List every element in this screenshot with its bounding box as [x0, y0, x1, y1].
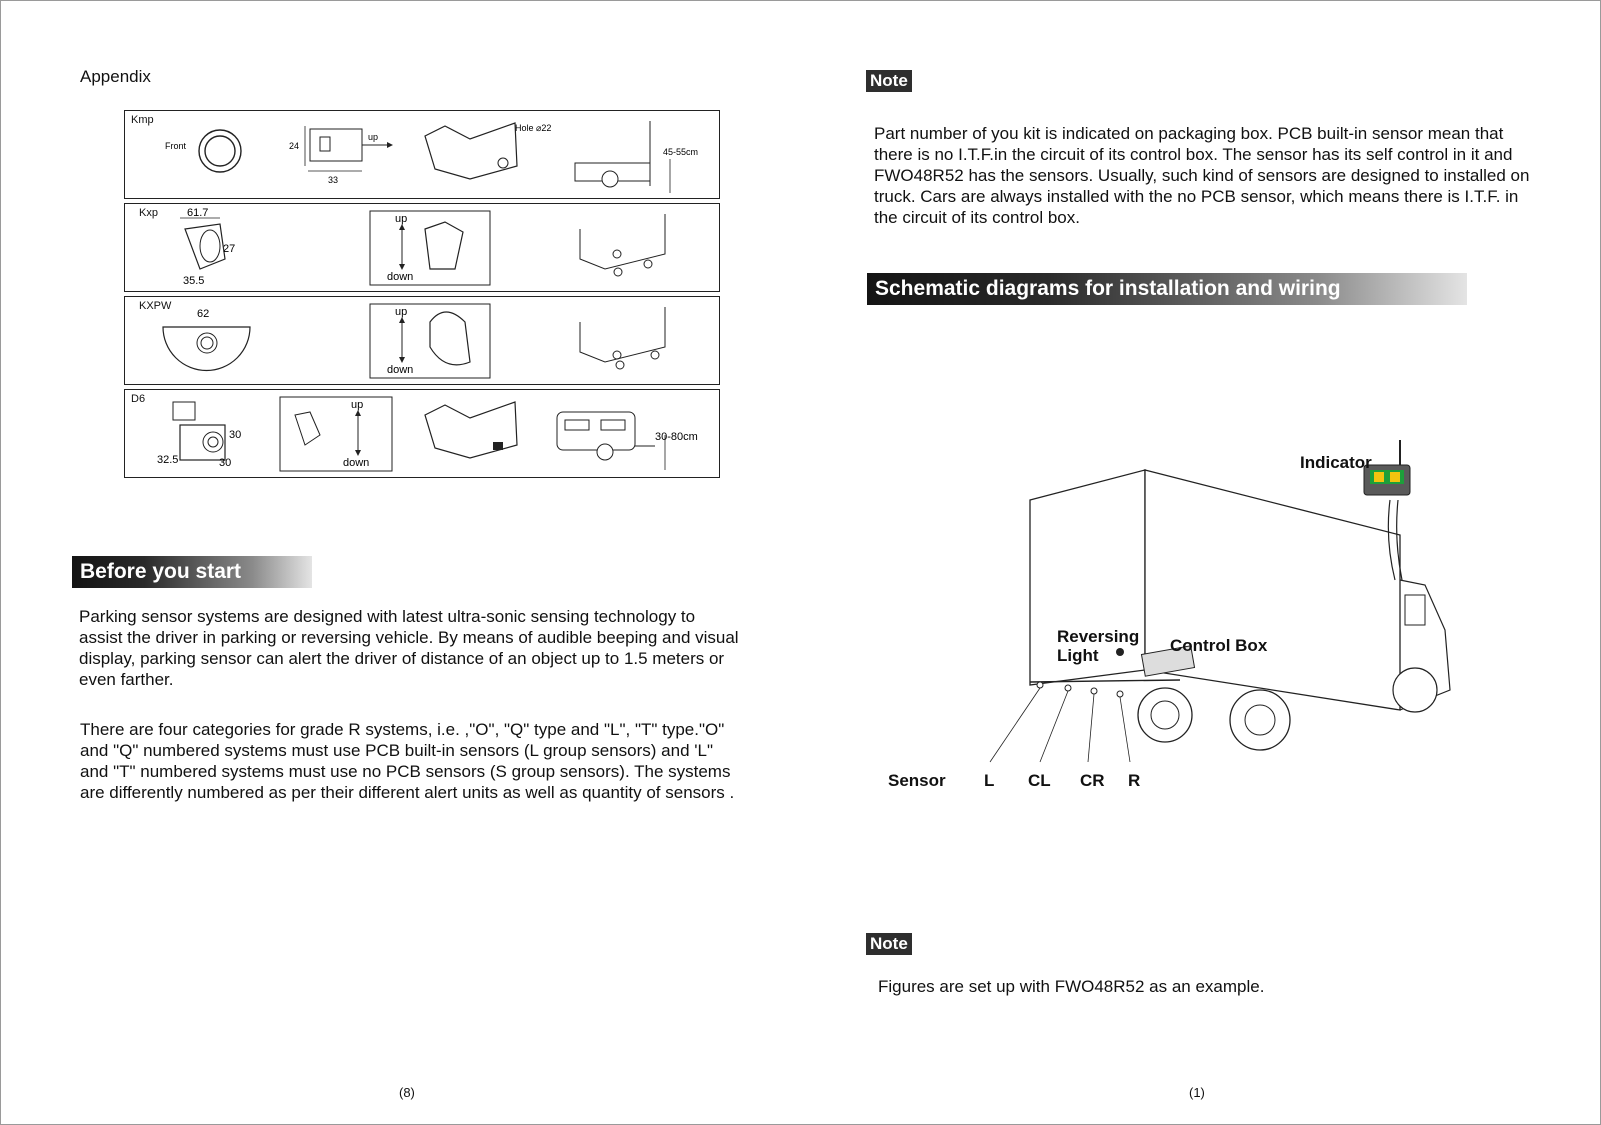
sensor-code: Kxp — [139, 207, 158, 219]
sensor-row-d6: D6 30 32.5 30 up down 30-80cm — [124, 389, 720, 478]
sensor-CL-label: CL — [1028, 771, 1051, 790]
appendix-title: Appendix — [80, 67, 151, 86]
dim-35-5: 35.5 — [183, 275, 204, 287]
truck-wiring-diagram — [989, 440, 1451, 763]
sensor-CR-label: CR — [1080, 771, 1105, 790]
control-box-label: Control Box — [1170, 636, 1268, 655]
hole-drill — [497, 157, 509, 169]
wheel-front — [1229, 689, 1291, 751]
down-label: down — [387, 364, 413, 376]
sensor-label: Sensor — [888, 771, 946, 790]
down-label: down — [387, 271, 413, 283]
reversing-light — [1116, 648, 1124, 656]
schematic-heading: Schematic diagrams for installation and … — [867, 273, 1467, 305]
sensor-CR — [1090, 687, 1098, 695]
sensor-R-label: R — [1128, 771, 1141, 790]
dim-32-5: 32.5 — [157, 454, 178, 466]
wheel — [601, 170, 619, 188]
dim-27: 27 — [223, 243, 235, 255]
kxpw-drawings: 62 up down — [162, 303, 666, 379]
before-heading: Before you start — [72, 556, 312, 588]
dim-24: 24 — [289, 141, 299, 151]
sensor-CL — [1064, 684, 1072, 692]
dim-62: 62 — [197, 308, 209, 320]
height-label: 45-55cm — [663, 147, 698, 157]
front-label: Front — [165, 141, 187, 151]
control-box — [1140, 645, 1196, 677]
up-label: up — [395, 213, 407, 225]
indicator-label: Indicator — [1300, 453, 1372, 472]
sensor-row-kxp: Kxp 61.7 27 35.5 up down — [124, 203, 720, 292]
sensor-code: D6 — [131, 393, 146, 405]
sensor-L — [1036, 681, 1044, 689]
sensor-front-inner — [204, 135, 236, 167]
before-paragraph-1: Parking sensor systems are designed with… — [79, 607, 739, 689]
page-number-right: (1) — [1189, 1085, 1205, 1100]
sensor-L-label: L — [984, 771, 995, 790]
note-text-2: Figures are set up with FWO48R52 as an e… — [878, 977, 1265, 996]
sensor-front-outer — [198, 129, 242, 173]
sensor-row-kmp: Kmp Front 24 33 up Hole ⌀22 45-55cm — [124, 110, 720, 199]
up-label: up — [395, 306, 407, 318]
sensor-table: Kmp Front 24 33 up Hole ⌀22 45-55cm — [124, 110, 720, 482]
bumper-sketch — [424, 122, 518, 180]
sensor-row-kxpw: KXPW 62 up down — [124, 296, 720, 385]
sensor-code: KXPW — [139, 300, 172, 312]
sensor-code: Kmp — [131, 114, 154, 126]
note-text-1: Part number of you kit is indicated on p… — [874, 124, 1530, 227]
wheel-rear — [1137, 687, 1193, 743]
sensor-R — [1116, 690, 1124, 698]
dim-30a: 30 — [229, 429, 241, 441]
page-number-left: (8) — [399, 1085, 415, 1100]
down-label: down — [343, 457, 369, 469]
kxp-drawings: 61.7 27 35.5 up down — [180, 207, 666, 287]
dim-61-7: 61.7 — [187, 207, 208, 219]
dim-30b: 30 — [219, 457, 231, 469]
kmp-drawings: Front 24 33 up Hole ⌀22 45-55cm — [165, 121, 698, 193]
reversing-light-label-2: Light — [1057, 646, 1099, 665]
d6-drawings: 30 32.5 30 up down 30-80cm — [157, 396, 698, 472]
truck-box-side — [1144, 469, 1401, 711]
before-paragraph-2: There are four categories for grade R sy… — [80, 720, 735, 802]
height-label: 30-80cm — [655, 431, 698, 443]
up-label: up — [368, 132, 378, 142]
sensor-side-body — [309, 128, 363, 162]
up-label: up — [351, 399, 363, 411]
note-label-1: Note — [866, 70, 912, 92]
reversing-light-label-1: Reversing — [1057, 627, 1140, 646]
hole-label: Hole ⌀22 — [515, 123, 551, 133]
dim-33: 33 — [328, 175, 338, 185]
note-label-2: Note — [866, 933, 912, 955]
